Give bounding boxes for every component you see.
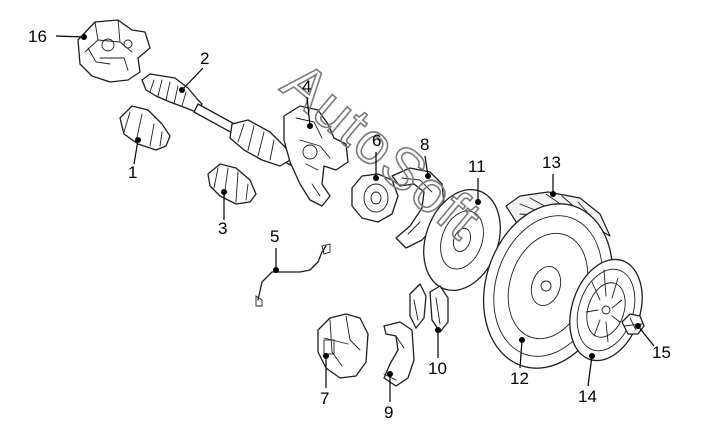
callout-8-label: 8 — [420, 135, 429, 154]
callout-2-label: 2 — [200, 49, 209, 68]
callout-5-label: 5 — [270, 227, 279, 246]
part-7-brake-caliper — [317, 313, 369, 379]
callout-14-label: 14 — [578, 387, 597, 406]
callout-10-label: 10 — [428, 359, 447, 378]
callout-3-label: 3 — [218, 219, 227, 238]
callout-15-label: 15 — [652, 343, 671, 362]
callout-16-label: 16 — [28, 27, 47, 46]
callout-7: 7 — [320, 353, 329, 408]
callout-13: 13 — [542, 153, 561, 197]
part-4-steering-knuckle — [283, 105, 349, 207]
part-5-brake-hose — [255, 243, 331, 307]
part-15-wheel-bolt — [621, 313, 645, 335]
callout-1-label: 1 — [128, 163, 137, 182]
callout-4-label: 4 — [302, 77, 311, 96]
callout-12-label: 12 — [510, 369, 529, 388]
callout-4: 4 — [302, 77, 313, 129]
part-1-boot — [119, 105, 171, 151]
part-6-wheel-hub — [351, 173, 399, 223]
part-16-differential — [77, 19, 151, 83]
callout-13-label: 13 — [542, 153, 561, 172]
callout-6: 6 — [372, 131, 381, 181]
callout-15: 15 — [635, 323, 671, 362]
callout-11: 11 — [468, 157, 486, 205]
callout-1: 1 — [128, 137, 141, 182]
callout-6-label: 6 — [372, 131, 381, 150]
part-11-brake-disc — [423, 188, 501, 292]
callout-11-label: 11 — [468, 157, 486, 176]
part-10-brake-pads — [409, 283, 449, 333]
callout-9: 9 — [384, 371, 393, 422]
callout-10: 10 — [428, 327, 447, 378]
part-3-boot — [207, 163, 257, 205]
callout-9-label: 9 — [384, 403, 393, 422]
part-2-drive-shaft — [141, 73, 301, 169]
callout-14: 14 — [578, 353, 597, 406]
callout-5: 5 — [270, 227, 279, 273]
callout-7-label: 7 — [320, 389, 329, 408]
callout-16: 16 — [28, 27, 87, 46]
part-14-wheel-cover — [569, 258, 643, 362]
callout-8: 8 — [420, 135, 431, 179]
callout-12: 12 — [510, 337, 529, 388]
callout-3: 3 — [218, 189, 227, 238]
callout-2: 2 — [179, 49, 209, 93]
